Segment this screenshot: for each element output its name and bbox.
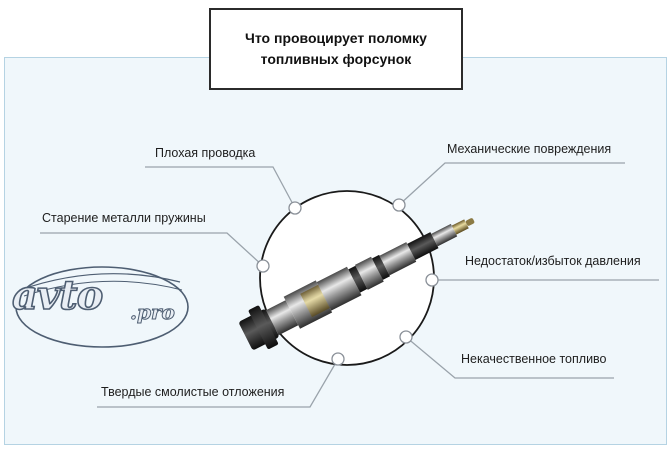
label-mechanical-damage: Механические повреждения (447, 142, 612, 156)
dot-mechanical-damage (392, 198, 406, 212)
logo-suffix: .pro (130, 300, 176, 325)
label-spring-aging: Старение металли пружины (42, 211, 206, 225)
dot-pressure (425, 273, 439, 287)
logo-text: avto (11, 271, 104, 320)
logo-swoosh-2 (23, 280, 183, 297)
logo-swoosh (19, 273, 181, 291)
dot-bad-fuel (399, 330, 413, 344)
title-line-2: топливных форсунок (260, 51, 412, 67)
connector-bad-wiring (145, 166, 296, 209)
logo-ring (15, 266, 189, 348)
title-line-1: Что провоцирует поломку (245, 30, 427, 46)
dot-spring-aging (256, 259, 270, 273)
label-resin-deposits: Твердые смолистые отложения (101, 385, 285, 399)
connector-bad-fuel (405, 336, 614, 379)
logo-emblem (15, 266, 189, 348)
dot-bad-wiring (288, 201, 302, 215)
dot-resin-deposits (331, 352, 345, 366)
label-bad-fuel: Некачественное топливо (461, 352, 607, 366)
connector-resin-deposits (97, 358, 339, 408)
connector-mechanical-damage (398, 162, 625, 206)
fuel-injector-image (239, 218, 475, 350)
connector-spring-aging (40, 232, 264, 267)
title-box: Что провоцирует поломку топливных форсун… (209, 8, 463, 90)
label-bad-wiring: Плохая проводка (155, 146, 256, 160)
label-pressure: Недостаток/избыток давления (465, 254, 641, 268)
